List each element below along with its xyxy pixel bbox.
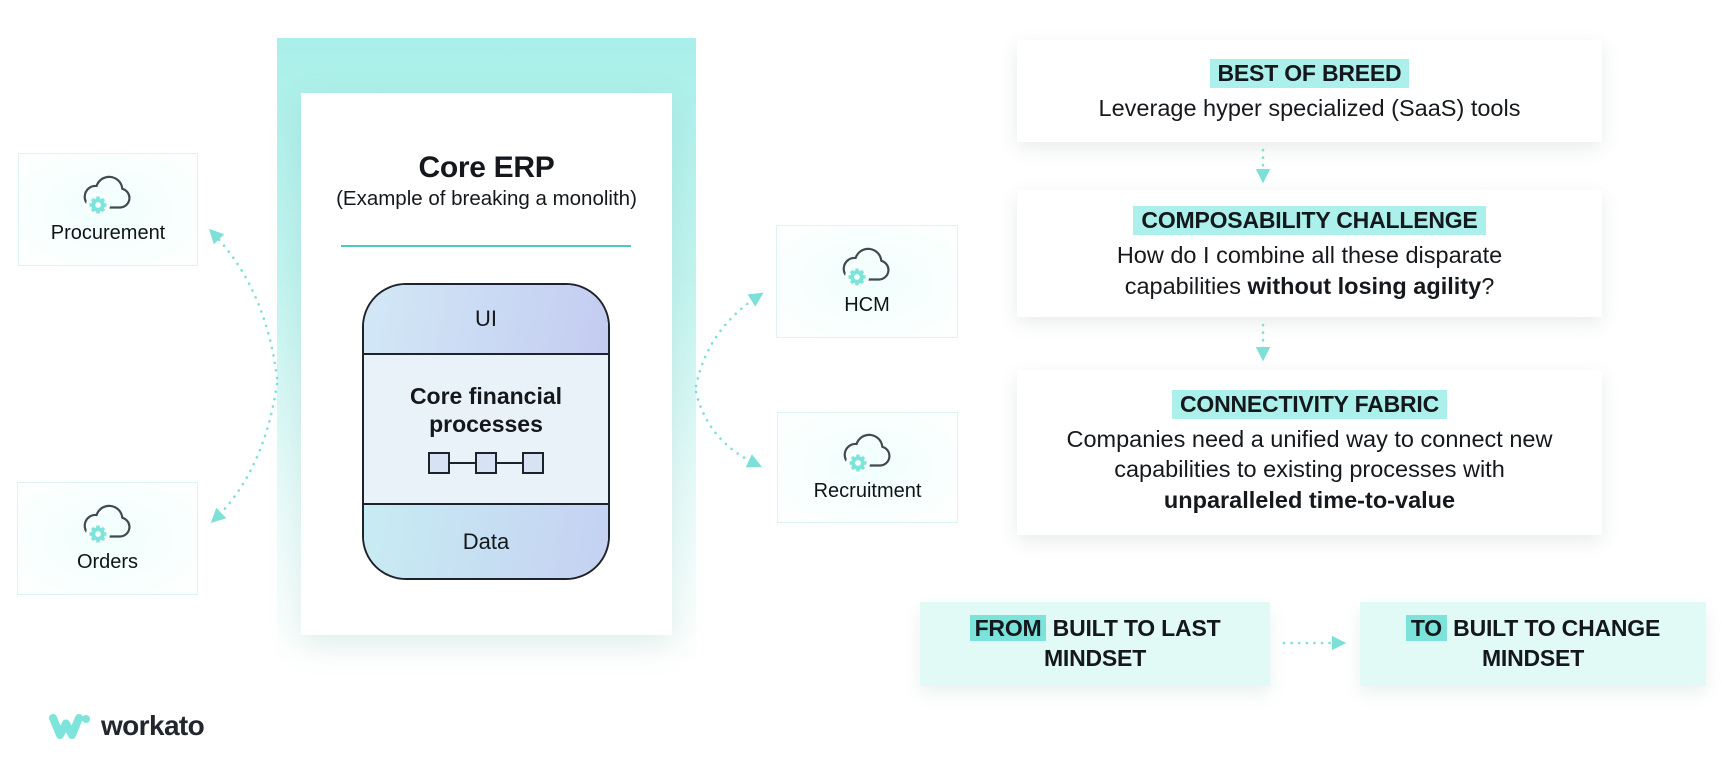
cloud-gear-icon (83, 504, 131, 544)
node-label: HCM (844, 293, 890, 316)
from-tag: FROM (969, 615, 1047, 642)
mindset-text: FROM BUILT TO LAST MINDSET (940, 614, 1250, 674)
node-label: Orders (76, 550, 139, 573)
card-body-text: Leverage hyper specialized (SaaS) tools (1098, 94, 1521, 121)
core-erp-title: Core ERP (418, 151, 555, 184)
layer-core-financial-label: Core financial processes (409, 382, 563, 437)
layer-ui: UI (364, 285, 608, 353)
arrow-to-recruitment (694, 390, 762, 468)
card-title: COMPOSABILITY CHALLENGE (1133, 206, 1486, 236)
node-label: Procurement (50, 221, 166, 244)
node-procurement: Procurement (18, 153, 198, 266)
card-body: Companies need a unified way to connect … (1062, 424, 1557, 514)
node-hcm: HCM (776, 225, 958, 338)
card-composability-challenge: COMPOSABILITY CHALLENGE How do I combine… (1017, 190, 1602, 317)
cloud-gear-icon (83, 175, 131, 215)
to-tag: TO (1405, 615, 1447, 642)
card-body-text: How do I combine all these disparate cap… (1116, 242, 1503, 299)
mindset-rest: BUILT TO CHANGE MINDSET (1446, 615, 1661, 671)
core-erp-subtitle: (Example of breaking a monolith) (336, 187, 637, 210)
card-best-of-breed: BEST OF BREED Leverage hyper specialized… (1017, 40, 1602, 142)
card-body-text-bold: unparalleled time-to-value (1163, 486, 1456, 513)
core-erp-card: Core ERP (Example of breaking a monolith… (301, 93, 672, 635)
node-orders: Orders (17, 482, 198, 595)
title-divider (341, 245, 631, 247)
layer-ui-label: UI (475, 306, 497, 331)
cloud-gear-icon (842, 247, 890, 287)
mindset-rest: BUILT TO LAST MINDSET (1043, 615, 1221, 671)
workato-logo: workato (48, 710, 205, 742)
card-body: How do I combine all these disparate cap… (1062, 240, 1557, 300)
workato-logo-text: workato (101, 710, 205, 741)
card-body: Leverage hyper specialized (SaaS) tools (1099, 93, 1521, 123)
card-title: CONNECTIVITY FABRIC (1171, 390, 1447, 420)
node-recruitment: Recruitment (777, 412, 958, 523)
layer-core-financial: Core financial processes (364, 353, 608, 503)
card-body-text-bold: without losing agility (1247, 272, 1482, 299)
card-title: BEST OF BREED (1209, 58, 1410, 88)
arrow-to-orders (210, 382, 279, 524)
cloud-gear-icon (843, 433, 891, 473)
node-label: Recruitment (813, 479, 922, 502)
card-body-text: ? (1481, 272, 1495, 299)
layer-data-label: Data (462, 528, 510, 554)
arrow-to-procurement (208, 228, 279, 380)
erp-layer-stack: UI Core financial processes Data (362, 283, 610, 580)
arrow-to-hcm (694, 292, 764, 388)
layer-data: Data (364, 503, 608, 578)
box-built-to-change-mindset: TO BUILT TO CHANGE MINDSET (1360, 602, 1706, 686)
card-connectivity-fabric: CONNECTIVITY FABRIC Companies need a uni… (1017, 370, 1602, 535)
mindset-text: TO BUILT TO CHANGE MINDSET (1380, 614, 1686, 674)
card-body-text: Companies need a unified way to connect … (1066, 426, 1553, 483)
box-built-to-last-mindset: FROM BUILT TO LAST MINDSET (920, 602, 1270, 686)
workato-logo-mark (49, 714, 90, 739)
process-chain-icon (428, 452, 544, 475)
